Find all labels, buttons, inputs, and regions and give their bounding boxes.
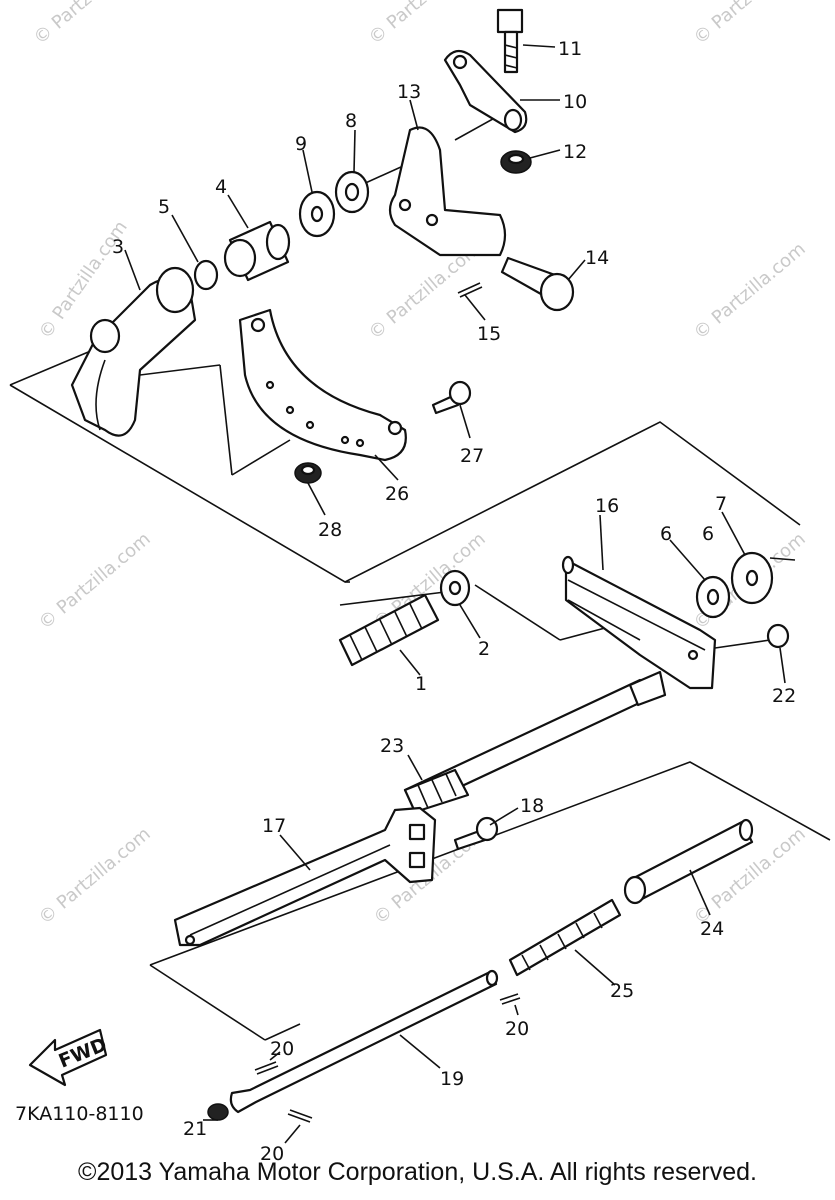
- part-4-bushing: [223, 220, 291, 282]
- callout-21: 21: [183, 1118, 207, 1140]
- part-23-rod-spring: [403, 670, 667, 814]
- callout-20-a: 20: [505, 1018, 529, 1040]
- part-2-washer: [439, 569, 471, 607]
- part-22-ring: [766, 623, 790, 649]
- callout-11: 11: [558, 38, 582, 60]
- watermark: © Partzilla.com: [35, 528, 155, 633]
- callout-26: 26: [385, 483, 409, 505]
- copyright-notice: ©2013 Yamaha Motor Corporation, U.S.A. A…: [78, 1158, 757, 1186]
- fwd-arrow-icon: FWD: [28, 1028, 110, 1087]
- callout-15: 15: [477, 323, 501, 345]
- callout-19: 19: [440, 1068, 464, 1090]
- callout-10: 10: [563, 91, 587, 113]
- callout-27: 27: [460, 445, 484, 467]
- callout-8: 8: [345, 110, 357, 132]
- callout-25: 25: [610, 980, 634, 1002]
- part-15-cotter-pin: [457, 282, 483, 298]
- callout-6b: 6: [702, 523, 714, 545]
- callout-28: 28: [318, 519, 342, 541]
- callout-13: 13: [397, 81, 421, 103]
- part-1-spring: [338, 593, 440, 667]
- part-20-clip: [287, 1109, 313, 1123]
- callout-14: 14: [585, 247, 609, 269]
- part-8-washer: [334, 170, 370, 214]
- watermark: © Partzilla.com: [690, 238, 810, 343]
- part-5-ring: [193, 259, 219, 291]
- callout-5: 5: [158, 196, 170, 218]
- callout-7: 7: [715, 493, 727, 515]
- part-9-washer: [298, 190, 336, 238]
- callout-3: 3: [112, 236, 124, 258]
- callout-labels: 1 2 3 4 5 6 6 7 8 9 10 11 12 13 14 15 16…: [112, 38, 796, 1165]
- callout-16: 16: [595, 495, 619, 517]
- callout-12: 12: [563, 141, 587, 163]
- callout-6: 6: [660, 523, 672, 545]
- watermark: © Partzilla.com: [30, 0, 150, 49]
- part-21-nut: [207, 1103, 229, 1121]
- part-3-swivel-bracket: [70, 266, 197, 437]
- callout-24: 24: [700, 918, 724, 940]
- watermark: © Partzilla.com: [35, 823, 155, 928]
- part-20-clip: [499, 993, 521, 1005]
- part-28-nut: [294, 462, 322, 484]
- part-27-screw: [431, 380, 472, 415]
- callout-22: 22: [772, 685, 796, 707]
- callout-20-b: 20: [270, 1038, 294, 1060]
- part-13-lever: [388, 126, 507, 257]
- part-19-shift-rod: [229, 969, 499, 1114]
- part-26-plate: [238, 308, 407, 462]
- callout-20-c: 20: [260, 1143, 284, 1165]
- callout-23: 23: [380, 735, 404, 757]
- callout-4: 4: [215, 176, 227, 198]
- watermark: © Partzilla.com: [365, 0, 485, 49]
- callout-9: 9: [295, 133, 307, 155]
- part-14-pin: [500, 256, 575, 312]
- callout-18: 18: [520, 795, 544, 817]
- leader-lines: [124, 44, 786, 1144]
- part-16-stopper: [561, 555, 717, 690]
- part-20-clip: [254, 1061, 279, 1075]
- part-24-tube: [623, 818, 754, 905]
- part-6-washer: [695, 575, 731, 619]
- part-7-washer: [730, 551, 774, 605]
- callout-17: 17: [262, 815, 286, 837]
- watermark: © Partzilla.com: [690, 0, 810, 49]
- part-25-spring: [508, 898, 622, 977]
- diagram-code: 7KA110-8110: [15, 1103, 144, 1125]
- part-12-nut: [500, 150, 532, 174]
- part-18-screw: [453, 816, 499, 851]
- part-11-bolt: [496, 8, 524, 74]
- callout-2: 2: [478, 638, 490, 660]
- part-10-link: [443, 49, 528, 134]
- callout-1: 1: [415, 673, 427, 695]
- part-17-arm: [173, 806, 437, 947]
